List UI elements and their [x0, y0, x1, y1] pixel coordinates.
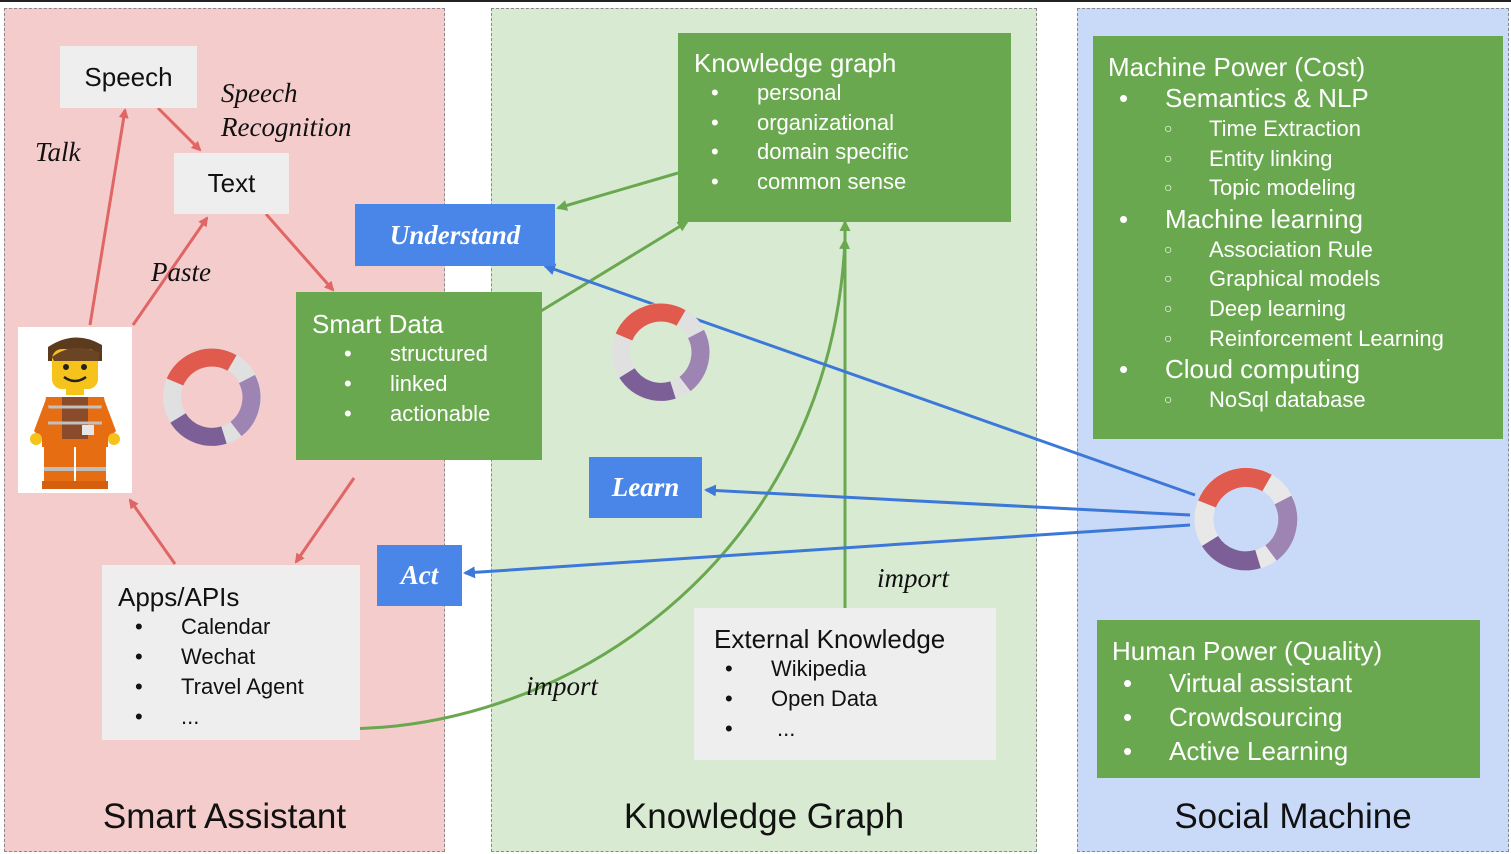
list-item: Entity linking: [1164, 144, 1503, 174]
list-item: common sense: [711, 167, 1011, 197]
social-machine-title: Social Machine: [1174, 797, 1412, 836]
group-label: Machine learning: [1165, 203, 1364, 234]
external-knowledge-list: Wikipedia Open Data ...: [725, 654, 996, 744]
list-item: personal: [711, 78, 1011, 108]
understand-tag: Understand: [355, 204, 555, 266]
paste-label: Paste: [151, 257, 211, 287]
text-box: Text: [174, 153, 289, 214]
apps-box: Apps/APIs Calendar Wechat Travel Agent .…: [102, 565, 360, 740]
external-knowledge-box: External Knowledge Wikipedia Open Data .…: [694, 608, 996, 760]
top-rule: [0, 0, 1511, 2]
machine-power-title: Machine Power (Cost): [1108, 52, 1366, 82]
act-tag: Act: [377, 545, 462, 606]
external-knowledge-title: External Knowledge: [714, 624, 946, 654]
smart-data-list: structured linked actionable: [344, 339, 542, 429]
import-label-apps: import: [526, 671, 599, 701]
list-item: Crowdsourcing: [1123, 700, 1480, 734]
cycle-icon-assistant: [163, 348, 261, 446]
speech-box-label: Speech: [84, 61, 173, 92]
avatar-card: [18, 327, 132, 493]
apps-list: Calendar Wechat Travel Agent ...: [135, 612, 360, 732]
list-item: Time Extraction: [1164, 114, 1503, 144]
group-semantics: Semantics & NLP Time Extraction Entity l…: [1119, 82, 1503, 203]
arrow-smartdata-apps: [294, 477, 356, 564]
speech-box: Speech: [60, 46, 197, 108]
arrow-talk: [88, 108, 129, 326]
learn-tag: Learn: [589, 457, 702, 518]
apps-title: Apps/APIs: [118, 582, 240, 612]
knowledge-graph-list: personal organizational domain specific …: [711, 78, 1011, 197]
list-item: linked: [344, 369, 542, 399]
list-item: structured: [344, 339, 542, 369]
group-label: Cloud computing: [1165, 354, 1361, 385]
group-label: Semantics & NLP: [1165, 83, 1369, 113]
speech-recognition-label-2: Recognition: [221, 112, 352, 142]
group-machine-learning: Machine learning Association Rule Graphi…: [1119, 203, 1503, 354]
import-label-external: import: [877, 563, 950, 593]
arrow-apps-import-kg: [317, 238, 851, 731]
smart-data-title: Smart Data: [312, 309, 444, 339]
arrow-text-smartdata: [264, 213, 335, 292]
list-item: Wikipedia: [725, 654, 996, 684]
list-item: Reinforcement Learning: [1164, 324, 1503, 354]
sub-list: NoSql database: [1164, 385, 1503, 415]
list-item: ...: [725, 714, 996, 744]
human-power-title: Human Power (Quality): [1112, 636, 1383, 666]
arrow-learn: [704, 484, 1191, 517]
arrow-kg-understand: [556, 171, 679, 211]
smart-data-box: Smart Data structured linked actionable: [296, 292, 542, 460]
list-item: Calendar: [135, 612, 360, 642]
speech-recognition-label-1: Speech: [221, 78, 298, 108]
list-item: Wechat: [135, 642, 360, 672]
knowledge-graph-box-title: Knowledge graph: [694, 48, 897, 78]
human-power-box: Human Power (Quality) Virtual assistant …: [1097, 620, 1480, 778]
list-item: Active Learning: [1123, 734, 1480, 768]
list-item: Deep learning: [1164, 294, 1503, 324]
list-item: Virtual assistant: [1123, 666, 1480, 700]
lego-figure-icon: [30, 337, 120, 489]
list-item: Travel Agent: [135, 672, 360, 702]
arrow-speech-text: [156, 106, 202, 152]
list-item: domain specific: [711, 137, 1011, 167]
arrow-apps-avatar: [128, 498, 177, 565]
group-cloud: Cloud computing NoSql database: [1119, 353, 1503, 415]
arrow-paste: [131, 216, 209, 326]
cycle-icon-social: [1194, 467, 1298, 571]
list-item: Graphical models: [1164, 264, 1503, 294]
cycle-icon-knowledge: [612, 303, 710, 401]
talk-label: Talk: [35, 137, 81, 167]
list-item: Topic modeling: [1164, 173, 1503, 203]
knowledge-graph-box: Knowledge graph personal organizational …: [678, 33, 1011, 222]
text-box-label: Text: [207, 168, 256, 198]
list-item: actionable: [344, 399, 542, 429]
arrow-act: [463, 523, 1191, 579]
smart-assistant-title: Smart Assistant: [102, 797, 347, 836]
list-item: ...: [135, 702, 360, 732]
list-item: Open Data: [725, 684, 996, 714]
knowledge-graph-title: Knowledge Graph: [623, 797, 905, 836]
machine-power-box: Machine Power (Cost) Semantics & NLP Tim…: [1093, 36, 1503, 439]
arrow-smartdata-kg: [540, 220, 689, 313]
list-item: organizational: [711, 108, 1011, 138]
sub-list: Association Rule Graphical models Deep l…: [1164, 235, 1503, 354]
list-item: Association Rule: [1164, 235, 1503, 265]
human-power-list: Virtual assistant Crowdsourcing Active L…: [1123, 666, 1480, 768]
sub-list: Time Extraction Entity linking Topic mod…: [1164, 114, 1503, 203]
machine-power-groups: Semantics & NLP Time Extraction Entity l…: [1119, 82, 1503, 415]
list-item: NoSql database: [1164, 385, 1503, 415]
